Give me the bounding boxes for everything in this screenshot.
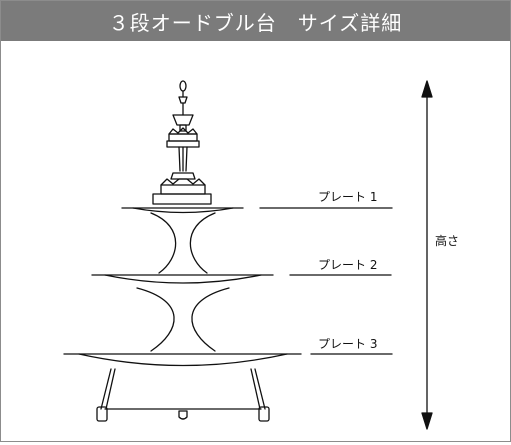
- plate-3: プレート 3: [63, 337, 393, 367]
- stand-diagram: プレート 1 プレート 2: [1, 41, 510, 441]
- stand-base: [96, 368, 270, 422]
- plate-2-label: プレート 2: [318, 258, 377, 272]
- plate-1: プレート 1: [121, 190, 393, 214]
- title-bar: ３段オードブル台 サイズ詳細: [1, 1, 510, 41]
- column-lower: [136, 287, 230, 352]
- column-upper: [150, 212, 216, 274]
- plate-3-label: プレート 3: [318, 337, 377, 351]
- stand-drawing: プレート 1 プレート 2: [63, 80, 459, 430]
- height-dimension: 高さ: [421, 80, 459, 430]
- plate-2: プレート 2: [91, 258, 392, 284]
- page-title: ３段オードブル台 サイズ詳細: [108, 10, 403, 35]
- plate-1-label: プレート 1: [318, 190, 377, 204]
- height-label: 高さ: [435, 233, 459, 248]
- top-ornament: [152, 80, 212, 205]
